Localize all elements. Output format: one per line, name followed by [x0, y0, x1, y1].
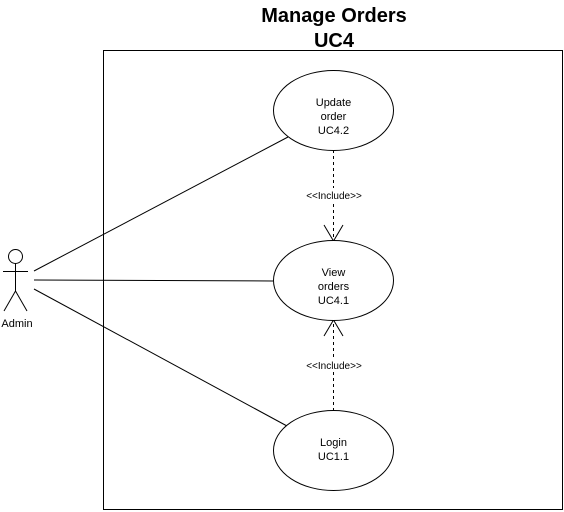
- actor-right-leg: [15, 290, 28, 312]
- include-label-bg-bottom: [299, 358, 369, 372]
- use-case-login-line-1: Login: [320, 437, 347, 449]
- association-admin-update-order: [33, 136, 289, 272]
- use-case-view-orders-line-3: UC4.1: [318, 295, 349, 307]
- use-case-update-order-ellipse: [273, 70, 394, 151]
- include-arrowhead-top: [323, 224, 344, 242]
- actor-left-leg: [3, 290, 16, 312]
- use-case-view-orders-line-1: View: [322, 267, 346, 279]
- use-case-update-order-line-1: Update: [316, 97, 351, 109]
- use-case-view-orders[interactable]: View orders UC4.1: [273, 240, 394, 321]
- include-label-bottom: <<Include>>: [306, 361, 362, 372]
- use-case-update-order[interactable]: Update order UC4.2: [273, 70, 394, 151]
- association-admin-login: [33, 288, 288, 427]
- association-admin-view-orders: [33, 279, 274, 282]
- include-update-to-view: <<Include>>: [299, 150, 369, 242]
- actor-admin[interactable]: Admin: [1, 249, 33, 331]
- include-label-bg-top: [299, 188, 369, 202]
- use-case-update-order-line-2: order: [321, 111, 347, 123]
- use-case-view-orders-ellipse: [273, 240, 394, 321]
- actor-label: Admin: [1, 318, 32, 330]
- include-arrowhead-bottom: [323, 319, 344, 337]
- include-label-top: <<Include>>: [306, 191, 362, 202]
- actor-head: [8, 249, 23, 264]
- diagram-title-line-2: UC4: [314, 30, 355, 52]
- use-case-login[interactable]: Login UC1.1: [273, 410, 394, 491]
- use-case-update-order-line-3: UC4.2: [318, 125, 349, 137]
- diagram-title-line-1: Manage Orders: [261, 5, 407, 27]
- include-login-to-view: <<Include>>: [299, 319, 369, 411]
- use-case-view-orders-line-2: orders: [318, 281, 350, 293]
- use-case-login-line-2: UC1.1: [318, 451, 349, 463]
- use-case-login-ellipse: [273, 410, 394, 491]
